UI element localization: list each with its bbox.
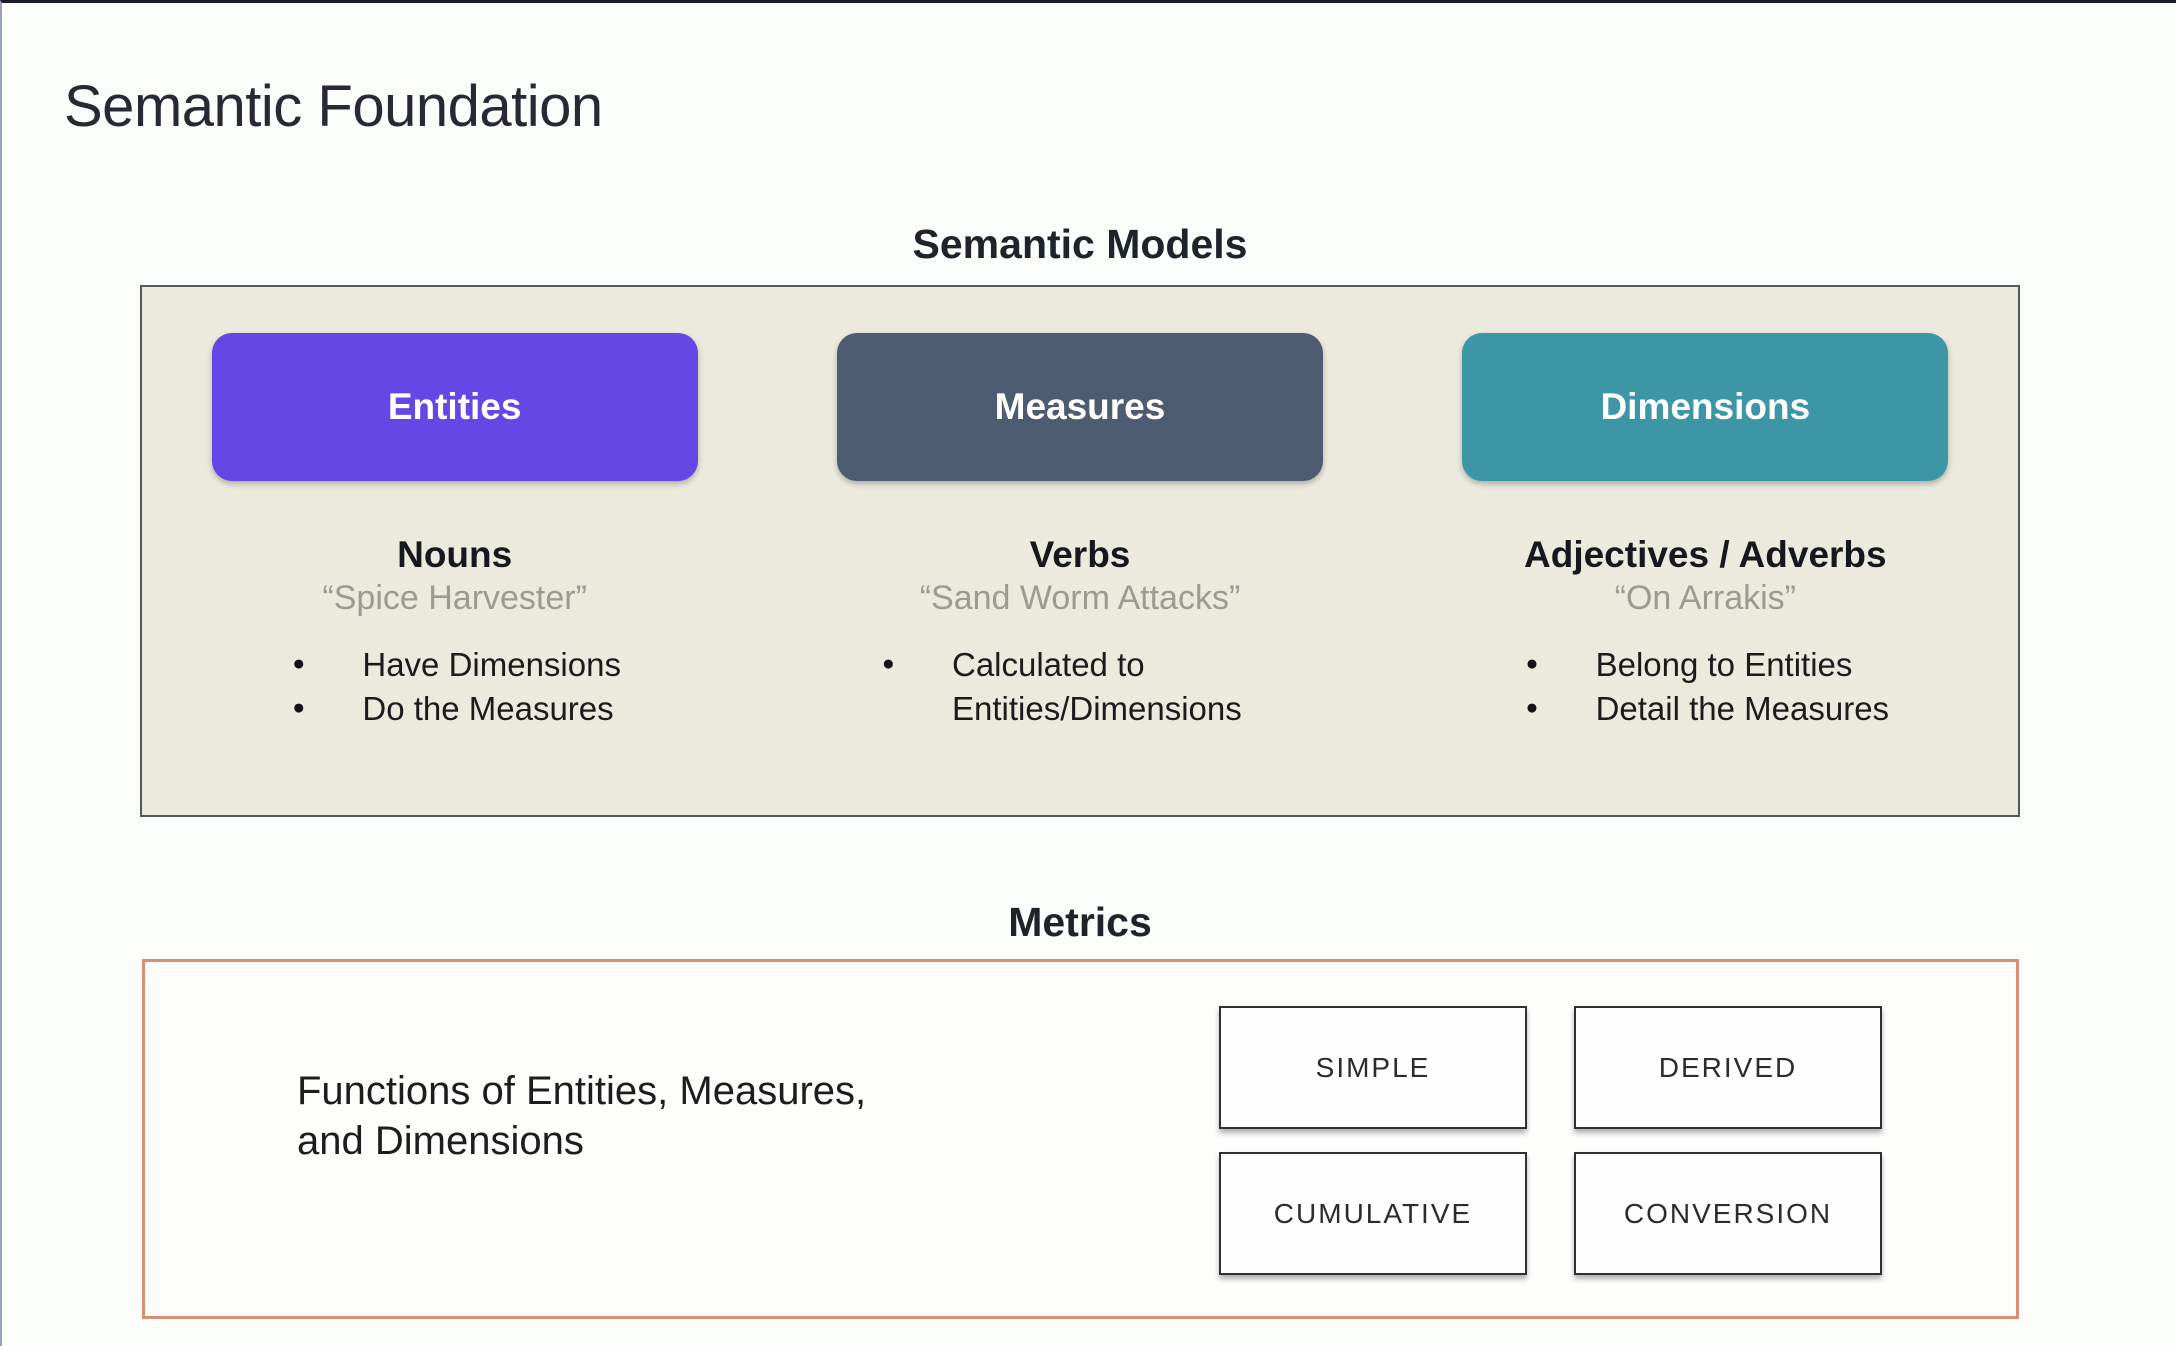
column-entities: Entities Nouns “Spice Harvester” Have Di… — [142, 333, 767, 815]
dimensions-quote: “On Arrakis” — [1614, 578, 1796, 617]
semantic-models-panel: Entities Nouns “Spice Harvester” Have Di… — [140, 285, 2020, 817]
column-dimensions: Dimensions Adjectives / Adverbs “On Arra… — [1393, 333, 2018, 815]
metric-box-conversion: CONVERSION — [1574, 1152, 1882, 1275]
measures-pill: Measures — [836, 333, 1323, 481]
bullet-item: Calculated to Entities/Dimensions — [878, 643, 1282, 730]
entities-label: Nouns — [397, 534, 513, 575]
metric-box-simple: SIMPLE — [1219, 1006, 1527, 1129]
metrics-description-line2: and Dimensions — [297, 1119, 584, 1164]
metrics-heading: Metrics — [1008, 899, 1152, 945]
measures-quote: “Sand Worm Attacks” — [919, 578, 1241, 617]
entities-pill: Entities — [211, 333, 698, 481]
dimensions-pill: Dimensions — [1462, 333, 1949, 481]
measures-bullet-list: Calculated to Entities/Dimensions — [878, 643, 1282, 730]
entities-bullet-list: Have Dimensions Do the Measures — [288, 643, 621, 730]
column-measures: Measures Verbs “Sand Worm Attacks” Calcu… — [767, 333, 1392, 815]
metric-box-derived: DERIVED — [1574, 1006, 1882, 1129]
bullet-item: Do the Measures — [288, 687, 621, 731]
page-title: Semantic Foundation — [64, 74, 603, 139]
metric-box-cumulative: CUMULATIVE — [1219, 1152, 1527, 1275]
bullet-item: Belong to Entities — [1522, 643, 1889, 687]
entities-quote: “Spice Harvester” — [322, 578, 587, 617]
metrics-description-line1: Functions of Entities, Measures, — [297, 1069, 867, 1113]
measures-label: Verbs — [1029, 534, 1131, 575]
dimensions-label: Adjectives / Adverbs — [1524, 534, 1887, 575]
metrics-panel: Functions of Entities, Measures, and Dim… — [142, 959, 2019, 1319]
semantic-models-heading: Semantic Models — [912, 221, 1248, 267]
bullet-item: Detail the Measures — [1522, 687, 1889, 731]
metrics-description: Functions of Entities, Measures, and Dim… — [297, 1066, 866, 1167]
dimensions-bullet-list: Belong to Entities Detail the Measures — [1522, 643, 1889, 730]
metrics-grid: SIMPLE DERIVED CUMULATIVE CONVERSION — [1219, 1006, 1882, 1275]
bullet-item: Have Dimensions — [288, 643, 621, 687]
